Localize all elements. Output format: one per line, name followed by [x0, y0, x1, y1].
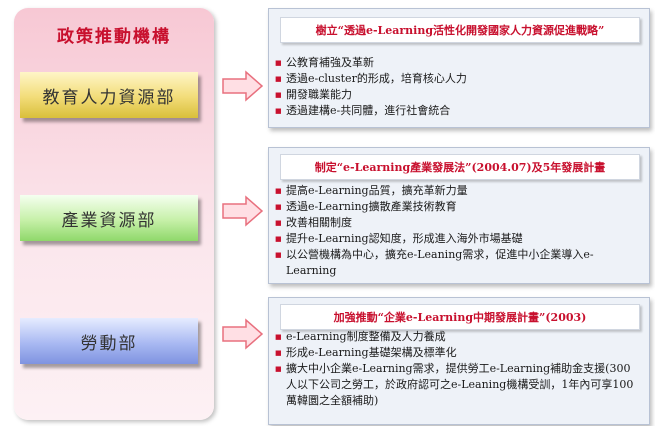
- list-item: ■透過建構e-共同體，進行社會統合: [275, 104, 451, 117]
- list-item: ■提升e-Learning認知度，形成進入海外市場基礎: [275, 232, 523, 245]
- bullet-square-icon: ■: [275, 251, 282, 259]
- policy-card-industry: 制定“e-Learning產業發展法”(2004.07)及5年發展計畫 ■提高e…: [268, 147, 650, 284]
- list-item: ■透過e-cluster的形成，培育核心人力: [275, 72, 467, 85]
- policy-bullet-list: ■提高e-Learning品質，擴充革新力量 ■透過e-Learning擴散產業…: [275, 183, 641, 279]
- bullet-square-icon: ■: [275, 349, 282, 357]
- list-item: ■形成e-Learning基礎架構及標準化: [275, 346, 457, 359]
- bullet-square-icon: ■: [275, 203, 282, 211]
- policy-bullet-list: ■e-Learning制度整備及人力養成 ■形成e-Learning基礎架構及標…: [275, 329, 641, 409]
- agency-labor: 勞動部: [20, 318, 198, 364]
- list-item: ■改善相關制度: [275, 216, 352, 229]
- policy-card-education: 樹立“透過e-Learning活性化開發國家人力資源促進戰略” ■公教育補強及革…: [268, 8, 650, 128]
- bullet-square-icon: ■: [275, 59, 282, 67]
- policy-heading: 制定“e-Learning產業發展法”(2004.07)及5年發展計畫: [280, 154, 640, 180]
- list-item: ■公教育補強及革新: [275, 56, 374, 69]
- list-item: ■以公營機構為中心，擴充e-Leaning需求，促進中小企業導入e-Learni…: [275, 248, 594, 277]
- policy-heading: 加強推動“企業e-Learning中期發展計畫”(2003): [280, 304, 640, 330]
- policy-card-labor: 加強推動“企業e-Learning中期發展計畫”(2003) ■e-Learni…: [268, 297, 650, 425]
- panel-title: 政策推動機構: [57, 27, 171, 47]
- list-item: ■開發職業能力: [275, 88, 352, 101]
- bullet-square-icon: ■: [275, 75, 282, 83]
- arrow-right-icon: [222, 70, 264, 102]
- bullet-square-icon: ■: [275, 187, 282, 195]
- agency-industry-resources: 產業資源部: [20, 195, 198, 241]
- policy-heading: 樹立“透過e-Learning活性化開發國家人力資源促進戰略”: [280, 17, 640, 43]
- bullet-square-icon: ■: [275, 235, 282, 243]
- arrow-right-icon: [222, 195, 264, 227]
- list-item: ■提高e-Learning品質，擴充革新力量: [275, 184, 468, 197]
- bullet-square-icon: ■: [275, 333, 282, 341]
- list-item: ■透過e-Learning擴散產業技術教育: [275, 200, 457, 213]
- bullet-square-icon: ■: [275, 107, 282, 115]
- list-item: ■擴大中小企業e-Learning需求，提供勞工e-Learning補助金支援(…: [275, 362, 634, 407]
- list-item: ■e-Learning制度整備及人力養成: [275, 330, 446, 343]
- bullet-square-icon: ■: [275, 91, 282, 99]
- bullet-square-icon: ■: [275, 219, 282, 227]
- policy-bullet-list: ■公教育補強及革新 ■透過e-cluster的形成，培育核心人力 ■開發職業能力…: [275, 55, 641, 119]
- agency-education-hr: 教育人力資源部: [20, 72, 198, 118]
- arrow-right-icon: [222, 318, 264, 350]
- bullet-square-icon: ■: [275, 365, 282, 373]
